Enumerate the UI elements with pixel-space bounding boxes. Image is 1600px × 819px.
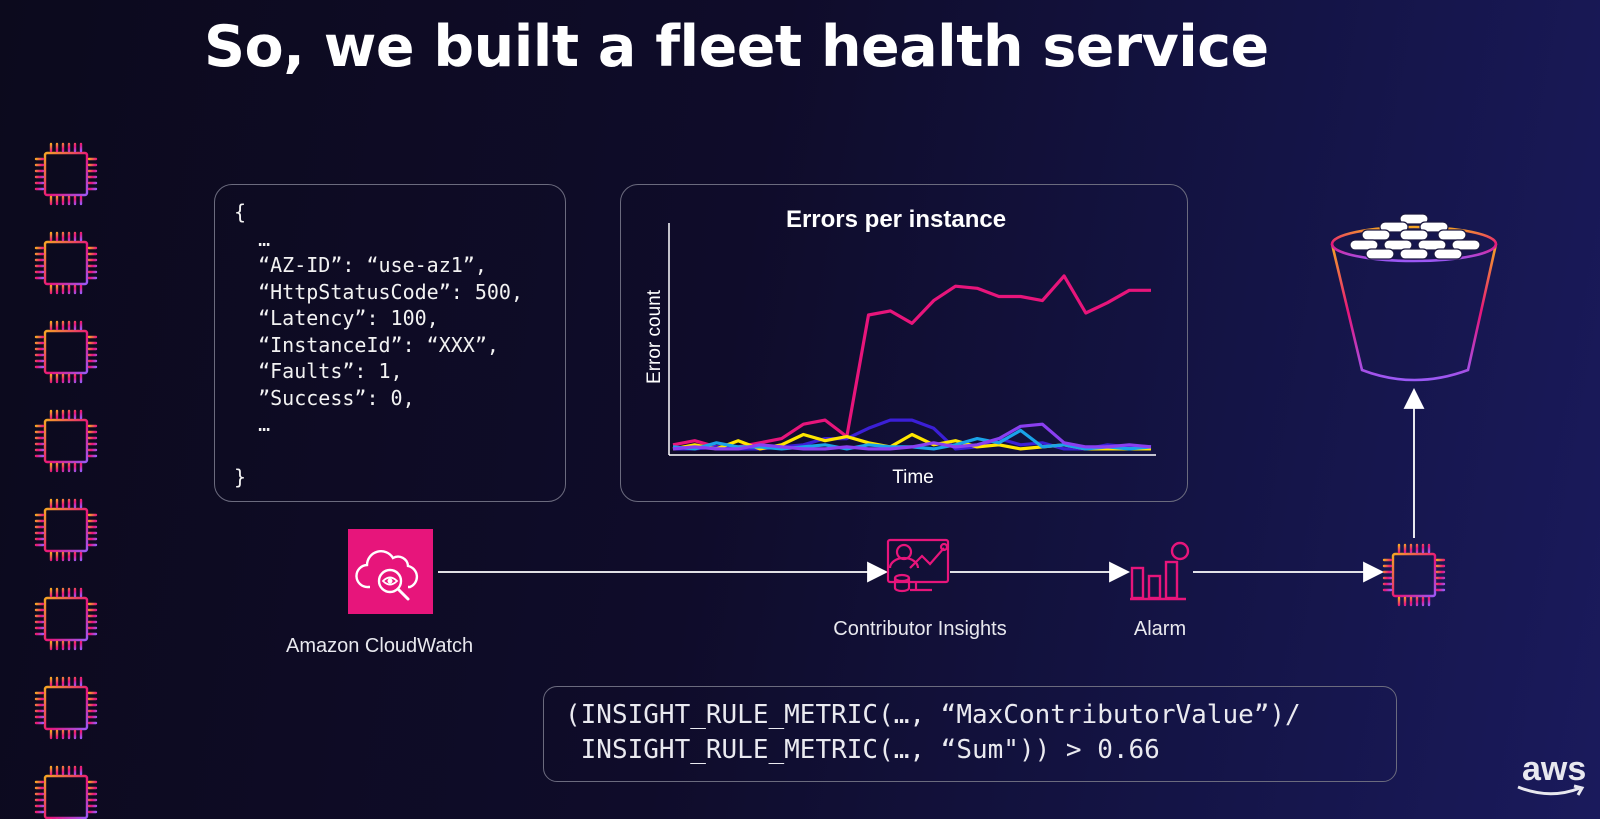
slide-title: So, we built a fleet health service <box>204 14 1269 80</box>
cpu-chip-icon <box>1382 543 1446 607</box>
code-line: “Faults”: 1, <box>234 359 403 383</box>
code-line: “Latency”: 100, <box>234 306 439 330</box>
formula-line-1: (INSIGHT_RULE_METRIC(…, “MaxContributorV… <box>565 700 1301 730</box>
contributor-insights-icon <box>886 538 950 593</box>
code-line: } <box>234 465 247 489</box>
code-line: “HttpStatusCode”: 500, <box>234 279 523 304</box>
code-line: … <box>234 226 271 251</box>
aws-logo: aws <box>1517 750 1587 796</box>
cloudwatch-tile <box>348 529 433 614</box>
alarm-icon <box>1130 541 1190 601</box>
chart-title: Errors per instance <box>786 206 1006 233</box>
cloudwatch-label: Amazon CloudWatch <box>286 635 474 657</box>
errors-line-chart: Errors per instance Error count Time <box>644 206 1156 488</box>
alarm-label: Alarm <box>1134 618 1186 640</box>
code-line: “AZ-ID”: “use-az1”, <box>234 253 487 277</box>
aws-logo-text: aws <box>1522 750 1587 788</box>
x-axis-label: Time <box>892 467 934 488</box>
series-line-5 <box>672 422 1152 451</box>
code-line: ”Success”: 0, <box>234 385 415 410</box>
series-line-2 <box>673 418 1151 451</box>
s3-bucket-icon <box>1330 213 1498 382</box>
log-record-code: { … “AZ-ID”: “use-az1”, “HttpStatusCode”… <box>234 199 523 491</box>
y-axis-label: Error count <box>644 289 665 384</box>
series-layer <box>672 274 1152 451</box>
code-line: { <box>234 200 247 224</box>
code-line: … <box>234 412 271 436</box>
arrow-head <box>1363 561 1385 583</box>
log-record-panel: { … “AZ-ID”: “use-az1”, “HttpStatusCode”… <box>214 184 566 502</box>
cloudwatch-icon <box>355 550 419 601</box>
arrow-head <box>1403 387 1425 409</box>
aws-smile-icon <box>1517 784 1585 796</box>
formula-line-2: INSIGHT_RULE_METRIC(…, “Sum")) > 0.66 <box>565 735 1160 765</box>
arrow-head <box>867 561 889 583</box>
code-line: “InstanceId”: “XXX”, <box>234 332 499 357</box>
errors-chart-panel: Errors per instance Error count Time <box>620 184 1188 502</box>
series-line-1 <box>672 274 1151 449</box>
arrow-head <box>1109 561 1131 583</box>
insights-label: Contributor Insights <box>833 618 1006 640</box>
alarm-formula-box: (INSIGHT_RULE_METRIC(…, “MaxContributorV… <box>543 686 1397 782</box>
